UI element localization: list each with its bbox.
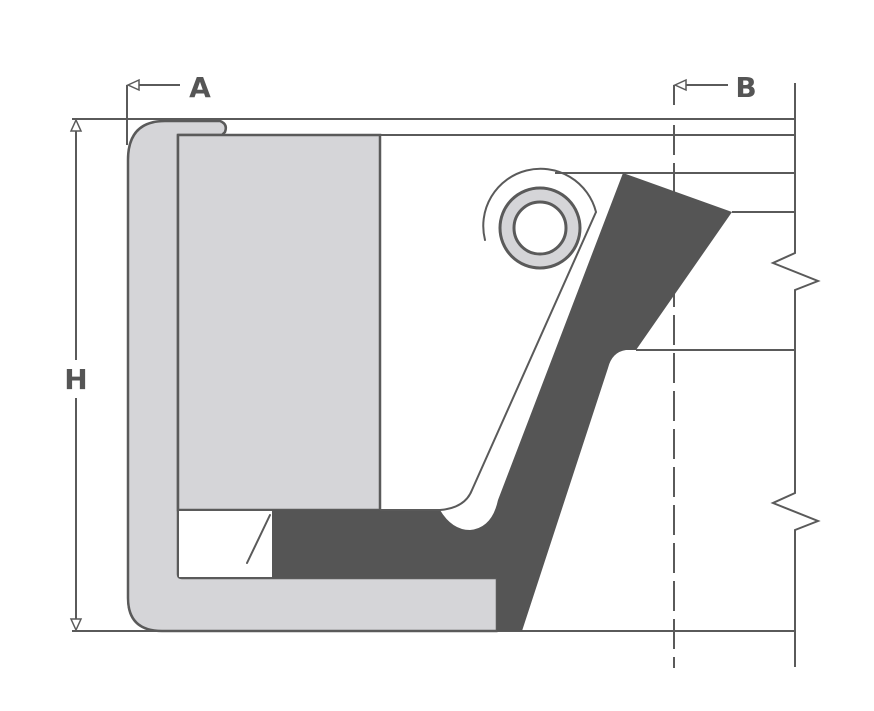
case-insert xyxy=(176,133,382,512)
arrow-left-icon xyxy=(673,78,687,92)
right-break-line xyxy=(770,83,821,667)
height-dimension: H xyxy=(64,118,88,632)
cavity xyxy=(179,511,272,577)
section-b-label: B xyxy=(735,71,756,104)
garter-spring xyxy=(482,167,597,270)
height-label: H xyxy=(64,363,87,396)
arrow-left-icon xyxy=(126,78,140,92)
spring-retainer-arc xyxy=(482,167,597,241)
section-a-label: A xyxy=(189,71,211,104)
lip-contour-line xyxy=(380,211,597,511)
cavity-hatch xyxy=(246,514,271,564)
spring-inner-ring xyxy=(512,200,568,256)
section-a-marker: A xyxy=(126,71,211,145)
arrow-up-icon xyxy=(69,118,83,132)
rubber-lip xyxy=(272,173,732,631)
section-b-marker: B xyxy=(673,71,757,668)
arrow-down-icon xyxy=(69,618,83,632)
